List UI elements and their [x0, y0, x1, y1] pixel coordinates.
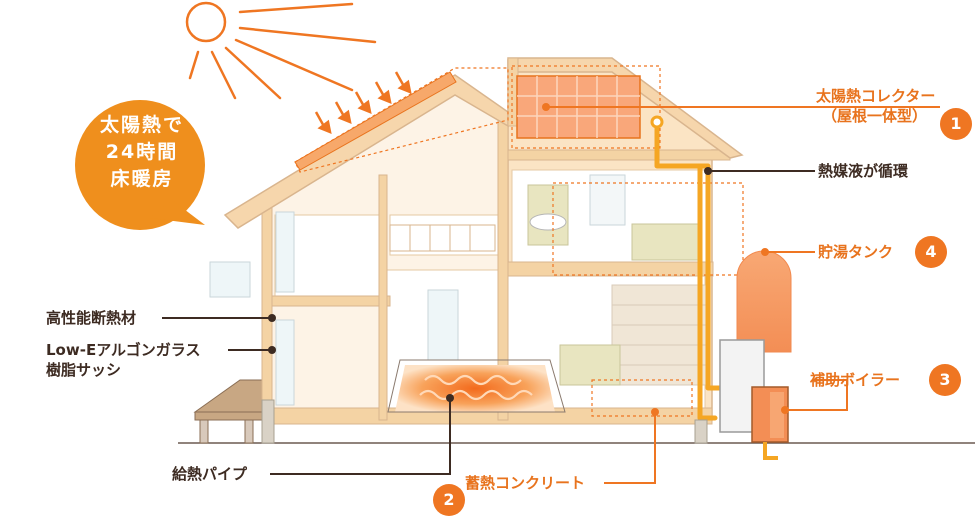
heated-floor — [387, 359, 566, 413]
foundation — [261, 399, 708, 444]
badge-2: 2 — [433, 484, 465, 516]
label-aux-boiler: 補助ボイラー — [810, 371, 901, 389]
house-body — [209, 59, 733, 425]
bubble-line-2: 24時間 — [105, 141, 179, 163]
label-supply-pipe: 給熱パイプ — [172, 465, 248, 483]
badge-4: 4 — [915, 236, 947, 268]
label-window-line2: 樹脂サッシ — [46, 361, 122, 379]
bubble-line-3: 床暖房 — [110, 168, 174, 190]
label-solar-collector-sub: （屋根一体型） — [822, 107, 928, 125]
label-thermal-concrete: 蓄熱コンクリート — [465, 474, 586, 492]
label-storage-tank: 貯湯タンク — [818, 243, 894, 261]
aux-boiler-unit — [719, 339, 789, 460]
sun-icon — [185, 1, 377, 100]
badge-1: 1 — [940, 108, 972, 140]
leader-dots — [268, 103, 789, 416]
leader-lines — [162, 106, 940, 484]
label-solar-collector: 太陽熱コレクター — [816, 87, 936, 105]
label-insulation: 高性能断熱材 — [46, 309, 137, 327]
heat-medium-pipe — [650, 115, 725, 421]
label-window-line1: Low-Eアルゴンガラス — [46, 341, 201, 359]
speech-bubble — [75, 100, 205, 230]
sun-ray-arrow-icon — [314, 71, 412, 135]
storage-tank — [736, 250, 792, 353]
badge-3: 3 — [929, 364, 961, 396]
bubble-line-1: 太陽熱で — [99, 114, 184, 136]
speech-bubble-text: 太陽熱で 24時間 床暖房 — [86, 112, 198, 193]
wood-deck — [193, 379, 266, 444]
label-heat-medium: 熱媒液が循環 — [818, 162, 909, 180]
